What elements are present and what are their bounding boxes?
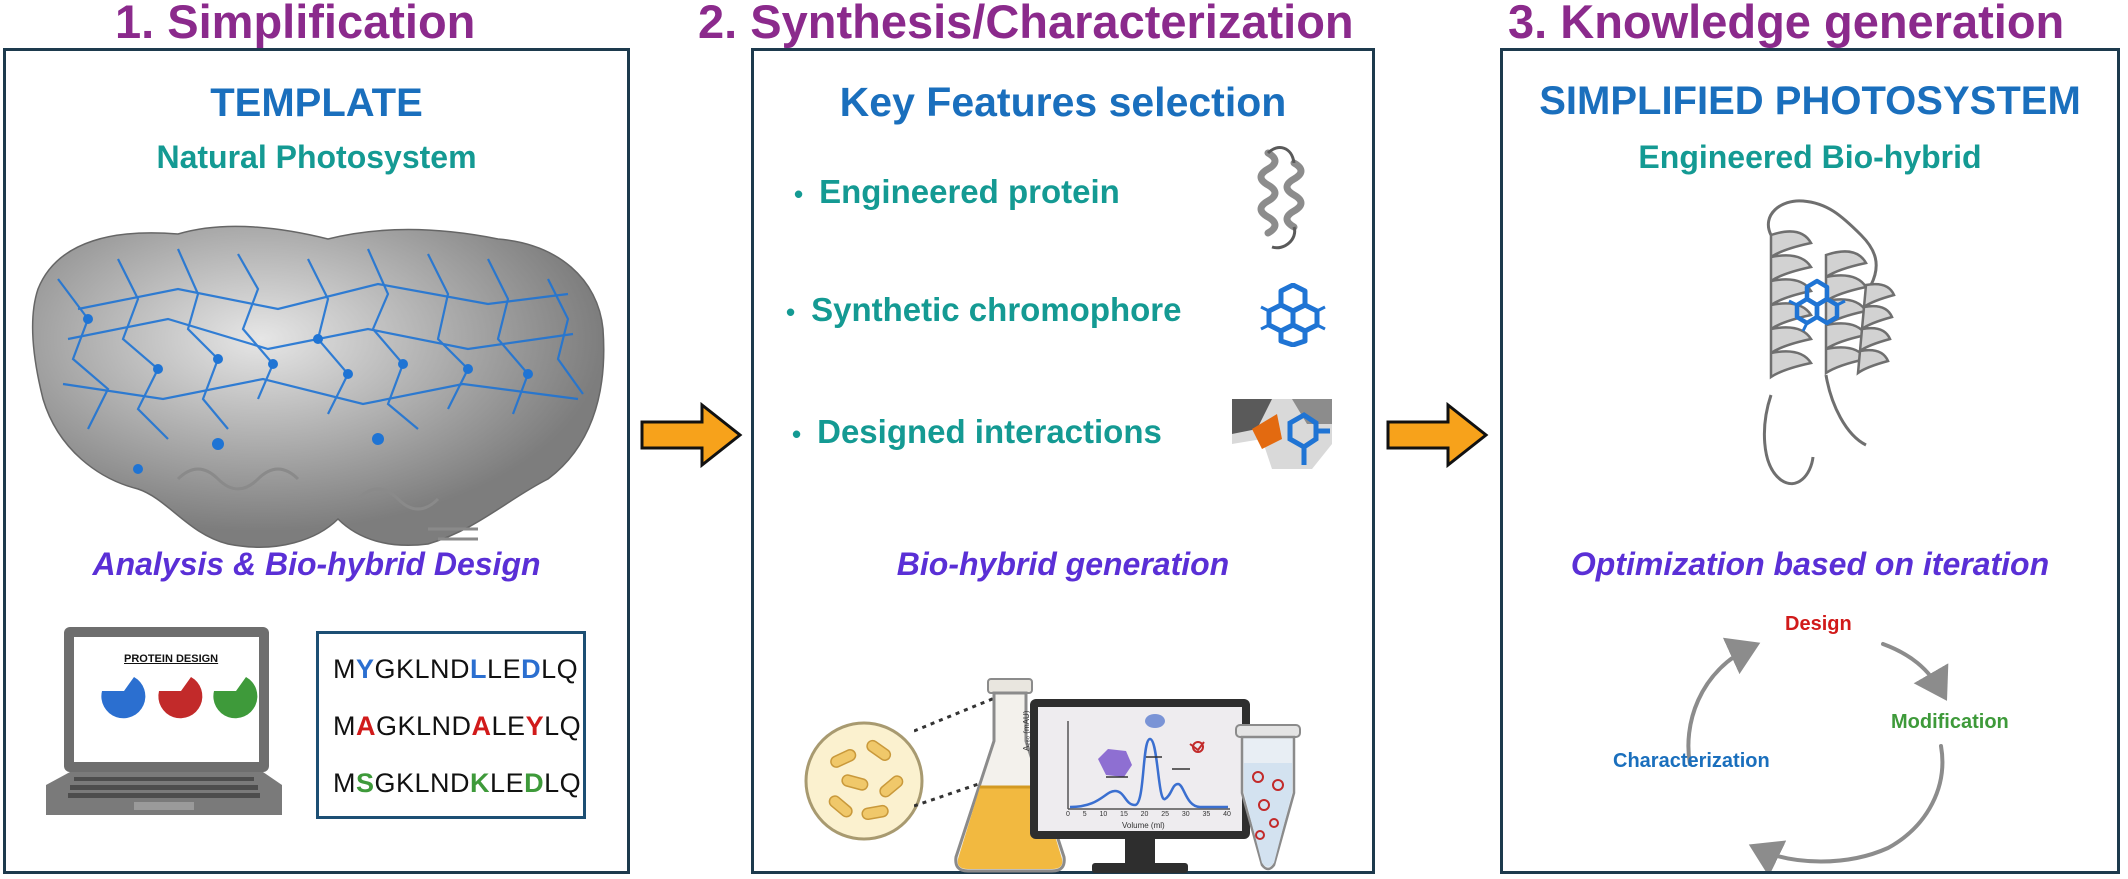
feature-synthetic-chromophore: •Synthetic chromophore (786, 291, 1182, 328)
photosystem-structure-icon (31, 225, 605, 548)
panel2-caption: Bio-hybrid generation (896, 546, 1230, 582)
panel3-subheading: Engineered Bio-hybrid (1638, 139, 1982, 175)
chromophore-icon (1260, 283, 1326, 347)
bacteria-cells-icon (804, 721, 924, 841)
step-title-3: 3. Knowledge generation (1508, 0, 2065, 48)
sequence-box: MYGKLNDLLEDLQ MAGKLNDALEYLQ MSGKLNDKLEDL… (316, 631, 586, 819)
monitor-xlabel: Volume (ml) (1122, 821, 1165, 830)
monitor-chromatogram-icon (1030, 699, 1250, 873)
feature-designed-interactions: •Designed interactions (792, 413, 1162, 450)
panel1-heading: TEMPLATE (210, 81, 423, 125)
panel2-heading: Key Features selection (839, 79, 1287, 125)
eppendorf-tube-icon (1235, 724, 1301, 871)
bio-hybrid-structure-icon (1762, 199, 1896, 486)
step-title-2: 2. Synthesis/Characterization (698, 0, 1354, 48)
interaction-icon (1232, 399, 1332, 469)
bullet: • (786, 297, 796, 327)
panel1-caption: Analysis & Bio-hybrid Design (92, 546, 541, 582)
laptop-screen-title: PROTEIN DESIGN (124, 653, 219, 665)
sequence-line-3: MSGKLNDKLEDLQ (333, 768, 582, 798)
sequence-line-1: MYGKLNDLLEDLQ (333, 654, 579, 684)
bullet: • (794, 179, 804, 209)
panel3-caption: Optimization based on iteration (1570, 546, 2050, 582)
cycle-label-characterization: Characterization (1613, 750, 1770, 772)
sequence-line-2: MAGKLNDALEYLQ (333, 711, 582, 741)
panel3-heading: SIMPLIFIED PHOTOSYSTEM (1539, 79, 2081, 123)
arrow-right-icon (640, 402, 743, 468)
arrow-right-icon (1386, 402, 1489, 468)
panel-simplification: TEMPLATE Natural Photosystem (3, 48, 630, 874)
cycle-label-design: Design (1785, 613, 1852, 635)
bullet: • (792, 419, 802, 449)
panel1-subheading: Natural Photosystem (156, 139, 477, 175)
feature-engineered-protein: •Engineered protein (794, 173, 1120, 210)
cycle-label-modification: Modification (1891, 711, 2009, 733)
monitor-ylabel: A₂₈₀ (mAU) (1022, 710, 1031, 751)
laptop-icon (46, 627, 282, 815)
cycle-arrow-icon (1686, 637, 1949, 871)
protein-helix-icon (1257, 146, 1305, 250)
panel-synthesis: Key Features selection •Engineered prote… (751, 48, 1375, 874)
step-title-1: 1. Simplification (115, 0, 476, 48)
dotted-zoom-lines (914, 693, 1003, 808)
panel-knowledge: SIMPLIFIED PHOTOSYSTEM Engineered Bio-hy… (1500, 48, 2120, 874)
